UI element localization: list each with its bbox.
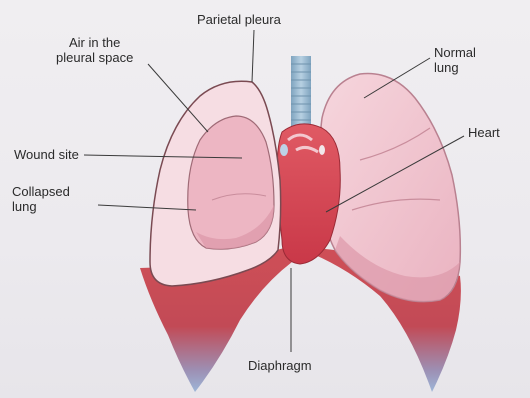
label-collapsed-line-1: Collapsed bbox=[12, 184, 70, 199]
label-parietal-pleura: Parietal pleura bbox=[197, 12, 281, 27]
label-collapsed-line-2: lung bbox=[12, 199, 70, 214]
label-air-line-1: Air in the bbox=[56, 35, 133, 50]
leader-parietal-pleura bbox=[252, 30, 254, 82]
label-heart: Heart bbox=[468, 125, 500, 140]
label-normal-lung: Normal lung bbox=[434, 45, 476, 75]
label-normal-line-2: lung bbox=[434, 60, 476, 75]
label-wound-site: Wound site bbox=[14, 147, 79, 162]
trachea bbox=[291, 56, 311, 134]
heart-vessel-opening-2 bbox=[319, 145, 325, 155]
label-diaphragm: Diaphragm bbox=[248, 358, 312, 373]
label-collapsed-lung: Collapsed lung bbox=[12, 184, 70, 214]
label-air-line-2: pleural space bbox=[56, 50, 133, 65]
label-normal-line-1: Normal bbox=[434, 45, 476, 60]
label-air-in-pleural-space: Air in the pleural space bbox=[56, 35, 133, 65]
heart-vessel-opening bbox=[280, 144, 288, 156]
